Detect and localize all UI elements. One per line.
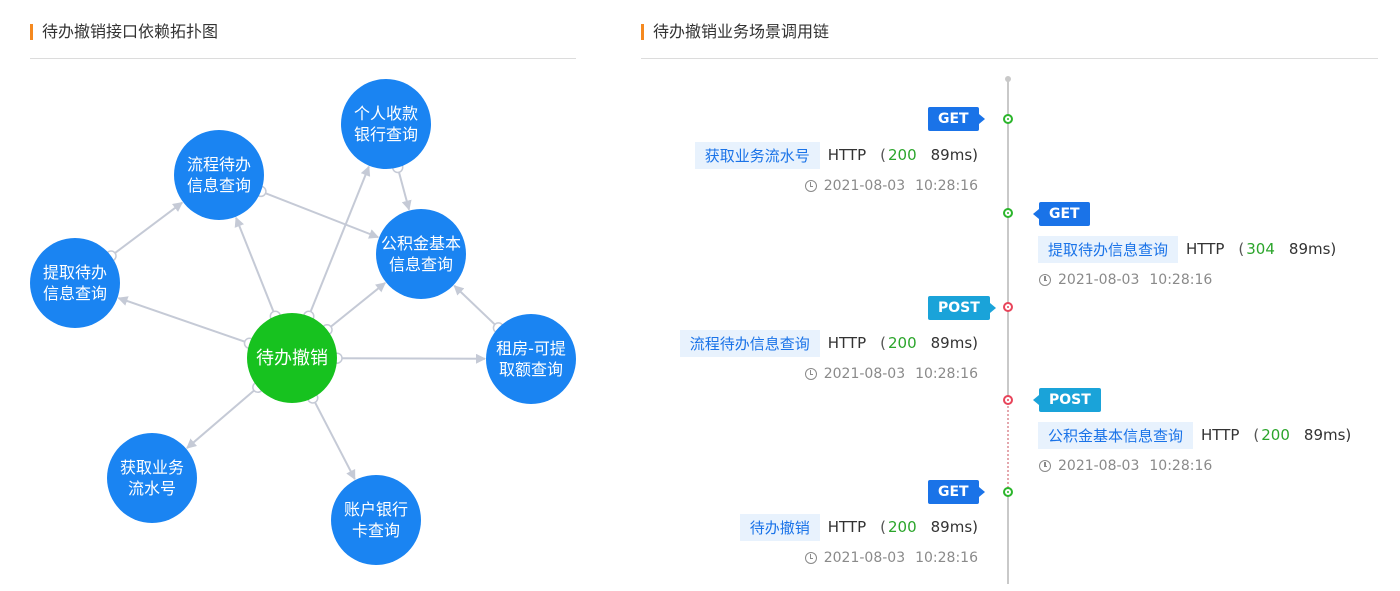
- time-text: 10:28:16: [915, 178, 978, 194]
- status-ok-icon: [1003, 487, 1013, 497]
- timeline-line: [1007, 488, 1009, 584]
- duration: 89ms): [930, 518, 978, 536]
- call-item-4-time: 2021-08-03 10:28:16: [1039, 456, 1212, 476]
- api-name-link[interactable]: 提取待办信息查询: [1038, 235, 1179, 263]
- call-item-5-time: 2021-08-03 10:28:16: [804, 548, 978, 568]
- paren-open: (: [1253, 426, 1260, 444]
- node-label: 待办撤销: [256, 347, 328, 369]
- call-item-5-info: 待办撤销 HTTP ( 200 89ms): [739, 513, 978, 541]
- method-badge: GET: [928, 480, 985, 504]
- node-label: 公积金基本 信息查询: [380, 234, 461, 274]
- node-label: 获取业务 流水号: [119, 458, 184, 498]
- clock-icon: [1039, 460, 1051, 472]
- node-label: 流程待办 信息查询: [186, 155, 251, 195]
- call-item-2-time: 2021-08-03 10:28:16: [1039, 270, 1212, 290]
- edge-center-to-zufang: [336, 353, 487, 364]
- node-tiqu-daiban[interactable]: 提取待办 信息查询: [30, 238, 120, 328]
- method-badge: GET: [1033, 202, 1090, 226]
- edge-center-to-zhanghu: [311, 397, 356, 481]
- status-code: 200: [887, 518, 917, 536]
- edge-center-to-geren: [307, 165, 371, 317]
- node-label: 个人收款 银行查询: [353, 104, 418, 144]
- call-item-1-info: 获取业务流水号 HTTP ( 200 89ms): [694, 141, 978, 169]
- date-text: 2021-08-03: [823, 178, 906, 194]
- time-text: 10:28:16: [1149, 272, 1213, 288]
- status-code: 304: [1246, 240, 1275, 258]
- call-chain-divider: [641, 58, 1378, 59]
- node-center-daiban-chexiao[interactable]: 待办撤销: [247, 313, 337, 403]
- node-huoqu-liushuihao[interactable]: 获取业务 流水号: [107, 433, 197, 523]
- method-badge: POST: [928, 296, 996, 320]
- clock-icon: [804, 552, 817, 564]
- node-liucheng-daiban[interactable]: 流程待办 信息查询: [174, 130, 264, 220]
- status-ok-icon: [1003, 114, 1013, 124]
- protocol-label: HTTP: [827, 518, 867, 536]
- duration: 89ms): [930, 146, 978, 164]
- clock-icon: [804, 368, 817, 380]
- protocol-label: HTTP: [1201, 426, 1240, 444]
- method-badge: POST: [1033, 388, 1101, 412]
- timeline-start-dot: [1005, 76, 1011, 82]
- date-text: 2021-08-03: [1058, 458, 1140, 474]
- edge-center-to-gongjijin: [326, 282, 386, 331]
- time-text: 10:28:16: [915, 366, 978, 382]
- dependency-topology: 待办撤销 提取待办 信息查询 流程待办 信息查询 个人收款 银行查询 公积金基本…: [0, 60, 620, 591]
- api-name-link[interactable]: 流程待办信息查询: [679, 329, 820, 357]
- duration: 89ms): [930, 334, 978, 352]
- node-zufang-ketiqu[interactable]: 租房-可提 取额查询: [486, 314, 576, 404]
- topology-divider: [30, 58, 576, 59]
- paren-open: (: [880, 334, 886, 352]
- api-name-link[interactable]: 公积金基本信息查询: [1038, 421, 1194, 449]
- api-name-link[interactable]: 待办撤销: [739, 513, 820, 541]
- call-item-3-info: 流程待办信息查询 HTTP ( 200 89ms): [679, 329, 978, 357]
- status-code: 200: [1261, 426, 1290, 444]
- status-code: 200: [887, 334, 917, 352]
- time-text: 10:28:16: [1149, 458, 1213, 474]
- edge-center-to-tiqu: [117, 296, 250, 345]
- duration: 89ms): [1303, 426, 1352, 444]
- edge-center-to-huoqu: [186, 386, 259, 449]
- node-label: 提取待办 信息查询: [42, 263, 107, 303]
- date-text: 2021-08-03: [823, 366, 906, 382]
- api-name-link[interactable]: 获取业务流水号: [694, 141, 820, 169]
- paren-open: (: [1238, 240, 1245, 258]
- duration: 89ms): [1288, 240, 1337, 258]
- protocol-label: HTTP: [827, 146, 867, 164]
- call-item-2-info: 提取待办信息查询 HTTP ( 304 89ms): [1038, 235, 1337, 263]
- edge-geren-to-gongjijin: [396, 167, 412, 211]
- status-error-icon: [1003, 302, 1013, 312]
- edge-zufang-to-gongjijin: [453, 285, 500, 329]
- node-gongjijin-jiben[interactable]: 公积金基本 信息查询: [376, 209, 466, 299]
- timeline-line-dashed: [1007, 402, 1009, 488]
- edge-tiqu-to-liucheng: [110, 201, 183, 257]
- node-zhanghu-yinhangka[interactable]: 账户银行 卡查询: [331, 475, 421, 565]
- method-badge: GET: [928, 107, 985, 131]
- protocol-label: HTTP: [827, 334, 867, 352]
- status-ok-icon: [1003, 208, 1013, 218]
- clock-icon: [1039, 274, 1051, 286]
- protocol-label: HTTP: [1186, 240, 1225, 258]
- clock-icon: [804, 180, 817, 192]
- node-geren-shoukuan[interactable]: 个人收款 银行查询: [341, 79, 431, 169]
- call-item-1-time: 2021-08-03 10:28:16: [804, 176, 978, 196]
- edge-center-to-liucheng: [234, 216, 277, 317]
- paren-open: (: [880, 518, 886, 536]
- node-label: 租房-可提 取额查询: [496, 339, 566, 379]
- call-item-4-info: 公积金基本信息查询 HTTP ( 200 89ms): [1038, 421, 1352, 449]
- date-text: 2021-08-03: [823, 550, 906, 566]
- time-text: 10:28:16: [915, 550, 978, 566]
- edge-liucheng-to-gongjijin: [260, 190, 380, 239]
- date-text: 2021-08-03: [1058, 272, 1140, 288]
- timeline-line: [1007, 80, 1009, 400]
- call-chain-title: 待办撤销业务场景调用链: [641, 20, 829, 44]
- topology-title: 待办撤销接口依赖拓扑图: [30, 20, 218, 44]
- node-label: 账户银行 卡查询: [343, 500, 408, 540]
- status-code: 200: [887, 146, 917, 164]
- status-error-icon: [1003, 395, 1013, 405]
- call-item-3-time: 2021-08-03 10:28:16: [804, 364, 978, 384]
- paren-open: (: [880, 146, 886, 164]
